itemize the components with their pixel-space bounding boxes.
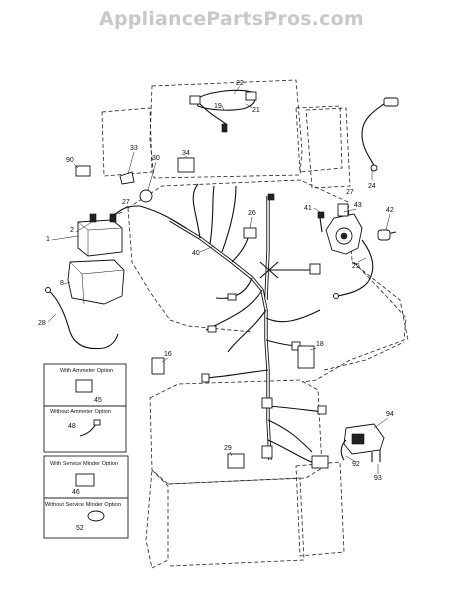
callout-2: 2 xyxy=(70,227,74,234)
part-26 xyxy=(243,227,257,239)
callout-19: 19 xyxy=(214,103,222,110)
callout-92: 92 xyxy=(352,461,360,468)
callout-25: 25 xyxy=(352,263,360,270)
ammeter-option-box xyxy=(43,363,127,453)
callout-26: 26 xyxy=(248,210,256,217)
callout-46: 46 xyxy=(72,489,80,496)
chassis-outline xyxy=(101,79,409,569)
option-with-ammeter: With Ammeter Option xyxy=(60,368,113,374)
callout-27b: 27 xyxy=(346,189,354,196)
callouts: 22 19 21 90 33 30 34 27 26 41 43 42 27 2… xyxy=(38,80,394,482)
callout-48: 48 xyxy=(68,423,76,430)
minder-46 xyxy=(75,473,95,487)
service-minder-option-box xyxy=(43,455,129,539)
callout-33: 33 xyxy=(130,145,138,152)
part-18 xyxy=(297,345,315,369)
ignition-switch-assy xyxy=(317,203,397,299)
callout-40: 40 xyxy=(192,250,200,257)
connector-lower xyxy=(311,455,329,469)
main-harness xyxy=(139,183,327,465)
battery xyxy=(77,205,141,257)
callout-30: 30 xyxy=(152,155,160,162)
callout-27: 27 xyxy=(122,199,130,206)
watermark: AppliancePartsPros.com xyxy=(99,8,364,30)
option-with-minder: With Service Minder Option xyxy=(50,461,118,467)
callout-52: 52 xyxy=(76,525,84,532)
part-33 xyxy=(119,171,135,185)
callout-94: 94 xyxy=(386,411,394,418)
callout-22: 22 xyxy=(236,80,244,87)
ammeter-45 xyxy=(75,379,93,393)
callout-18: 18 xyxy=(316,341,324,348)
callout-29: 29 xyxy=(224,445,232,452)
callout-45: 45 xyxy=(94,397,102,404)
callout-1: 1 xyxy=(46,236,50,243)
callout-93: 93 xyxy=(374,475,382,482)
callout-42: 42 xyxy=(386,207,394,214)
callout-8: 8 xyxy=(60,280,64,287)
callout-43: 43 xyxy=(354,202,362,209)
callout-28: 28 xyxy=(38,320,46,327)
callout-90: 90 xyxy=(66,157,74,164)
battery-cable xyxy=(45,287,119,350)
hood-light-harness xyxy=(189,89,257,133)
part-30 xyxy=(139,189,153,203)
callout-34: 34 xyxy=(182,150,190,157)
headlight-wire-right xyxy=(361,97,399,172)
callout-21: 21 xyxy=(252,107,260,114)
switch-16 xyxy=(151,357,165,375)
callout-16: 16 xyxy=(164,351,172,358)
leader-lines xyxy=(47,85,391,474)
plug-52 xyxy=(87,510,105,522)
callout-41: 41 xyxy=(304,205,312,212)
relay-34 xyxy=(177,157,195,173)
option-without-minder: Without Service Minder Option xyxy=(45,502,121,508)
option-without-ammeter: Without Ammeter Option xyxy=(50,409,111,415)
switch-29 xyxy=(227,453,245,469)
callout-24: 24 xyxy=(368,183,376,190)
battery-tray xyxy=(67,259,125,305)
part-90 xyxy=(75,165,91,177)
seat-switch-assy xyxy=(340,423,385,462)
